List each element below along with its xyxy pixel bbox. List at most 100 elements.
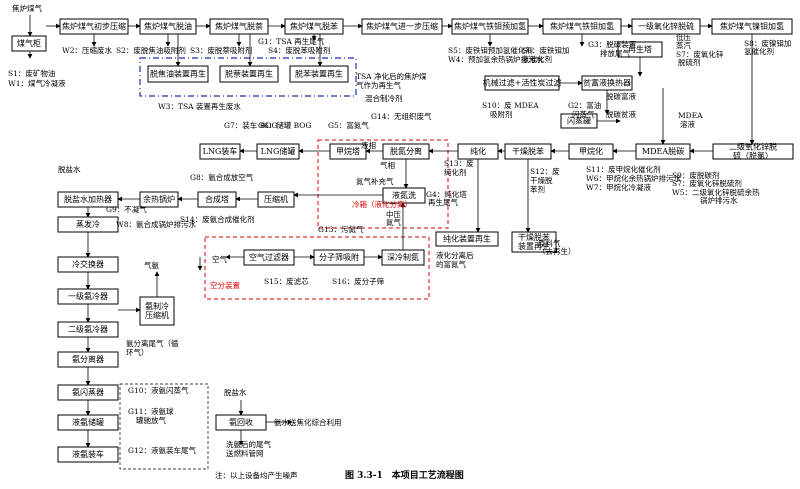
annotation-label: 液化分离后 [436,250,474,260]
box-label: 焦炉煤气镍钼加氢 [720,21,784,31]
annotation-label: （去再生） [538,246,576,256]
box-lng-store: LNG储罐 [256,143,300,160]
box-label: 压缩机 [264,194,288,204]
box-mdea-decarb: MDEA脱碳 [635,143,691,160]
box-detar-regen: 脱焦油装置再生 [147,65,209,83]
box-frame [11,35,47,52]
box-frame [57,384,119,401]
box-label: 合成塔 [205,194,229,204]
box-waste-boiler: 余热锅炉 [139,191,179,208]
annotation-label: 氨水送焦化综合利用 [274,417,342,427]
box-amm-recovery: 氨回收 [215,414,267,431]
ammonia-tail-group [119,383,209,470]
box-label: 余热锅炉 [143,194,175,204]
box-purif-regen: 纯化装置再生 [435,231,499,247]
box-frame [57,191,119,208]
annotation-label: 洗氨后的尾气 [226,439,271,449]
box-label: 干燥脱苯 [512,146,544,156]
annotation-label: S3：废脱萘吸附剂 [190,45,252,55]
annotation-label: 闪蒸气 [572,109,595,119]
annotation-label: G14：无组织废气 [371,111,432,121]
box-label: 液氮洗 [392,190,416,200]
box-frame [57,288,119,305]
annotation-label: S13：废 [444,158,474,168]
box-label: 焦炉煤气铁钼预加氢 [454,21,526,31]
annotation-label: W8：氨合成锅炉排污水 [116,219,196,229]
annotation-label: 氢催化剂 [522,54,552,64]
flow-edges [27,15,755,448]
annotation-label: 混合制冷剂 [365,93,403,103]
box-evap-cool: 蒸发冷 [57,216,119,233]
box-label: 深冷制氮 [387,252,419,262]
annotation-label: G8：氨合成放空气 [190,172,254,182]
annotation-label: 脱硫剂 [678,57,701,67]
annotation-label: S8：废镍钼加 [744,38,791,48]
box-frame [484,75,560,91]
box-mol-sieve: 分子筛吸附 [313,249,365,266]
box-further-compress: 焦炉煤气进一步压缩 [361,18,443,35]
annotation-label: W5：二级氧化锌脱硫余热 [672,187,760,197]
box-synth-tower: 合成塔 [197,191,237,208]
box-frame [147,65,209,83]
annotation-label: G6：储罐 BOG [258,120,311,130]
box-frame [504,143,552,160]
box-frame [284,18,344,35]
box-coal-gas-fill: 煤气柜 [11,35,47,52]
annotation-label: G2：富油 [568,100,601,110]
box-amm-heater: 脱盐水加热器 [57,191,119,208]
annotation-label: 中压 [386,209,401,219]
box-cold-exch: 冷交换器 [57,256,119,273]
box-label: 液氨装车 [72,449,104,459]
box-label: 分子筛吸附 [319,252,359,262]
box-label: 脱苯装置再生 [295,69,343,79]
annotation-label: G12：液氨装车尾气 [128,445,197,455]
annotation-label: 气作为再生气 [356,80,401,90]
box-label: 脱氮分离 [390,146,422,156]
box-frame [57,351,119,368]
box-frame [313,249,365,266]
annotation-label: G10：液氨闪蒸气 [128,385,189,395]
annotation-label: W4：预加氢余热锅炉排污水 [448,54,543,64]
box-label: 二级氧化锌脱硫（脱氯） [729,142,777,161]
box-iron-mo-prehyd: 焦炉煤气铁钼预加氢 [451,18,529,35]
box-prelim-compress: 焦炉煤气初步压缩 [59,18,129,35]
box-zno-desulf1: 一级氧化锌脱硫 [631,18,701,35]
box-lean-rich-hx: 贫富液换热器 [581,75,633,91]
annotation-label: 脱盐水 [224,387,247,397]
annotation-label: 氢催化剂 [744,46,774,56]
annotation-label: 气氨 [144,260,159,270]
box-liquid-amm-store: 液氨储罐 [57,414,119,431]
box-purify: 纯化 [457,143,499,160]
box-frame [289,65,349,83]
box-label: 一级氨冷器 [68,291,108,301]
box-frame [381,249,425,266]
box-label: 纯化装置再生 [443,234,491,244]
annotation-label: S5：废铁钼预加氢催化剂 [448,45,533,55]
box-label: 氨制冷压缩机 [145,301,169,320]
annotation-label: 气相 [380,160,395,170]
annotation-label: S15：废滤芯 [264,276,309,286]
box-compressor: 压缩机 [257,191,295,208]
annotation-label: 焦炉煤气 [12,3,42,13]
box-label: 焦炉煤气脱苯 [290,21,338,31]
box-label: 纯化 [470,146,486,156]
box-debenz: 焦炉煤气脱苯 [284,18,344,35]
annotation-label: S1：废矿物油 [8,68,55,78]
box-liq-cold-box: 液氮洗 [382,187,426,204]
annotation-label: G7：装车 BOG [224,120,277,130]
annotation-label: 罐驰放气 [136,415,166,425]
annotation-label: 送燃料管网 [226,448,264,458]
box-label: 贫富液换热器 [583,78,631,88]
box-frame [209,18,269,35]
box-frame [59,18,129,35]
box-amm-separator: 氨分离器 [57,351,119,368]
air-separation-group [204,236,430,300]
box-ni-mo-hyd: 焦炉煤气镍钼加氢 [711,18,793,35]
annotation-label: S14：废氨合成催化剂 [180,214,255,224]
annotation-label: 图 3.3-1 本项目工艺流程图 [345,469,464,481]
box-label: 冷交换器 [72,259,104,269]
annotation-label: 氮气 [386,217,401,227]
box-frame [511,231,557,253]
annotation-label: 空分装置 [210,280,240,290]
